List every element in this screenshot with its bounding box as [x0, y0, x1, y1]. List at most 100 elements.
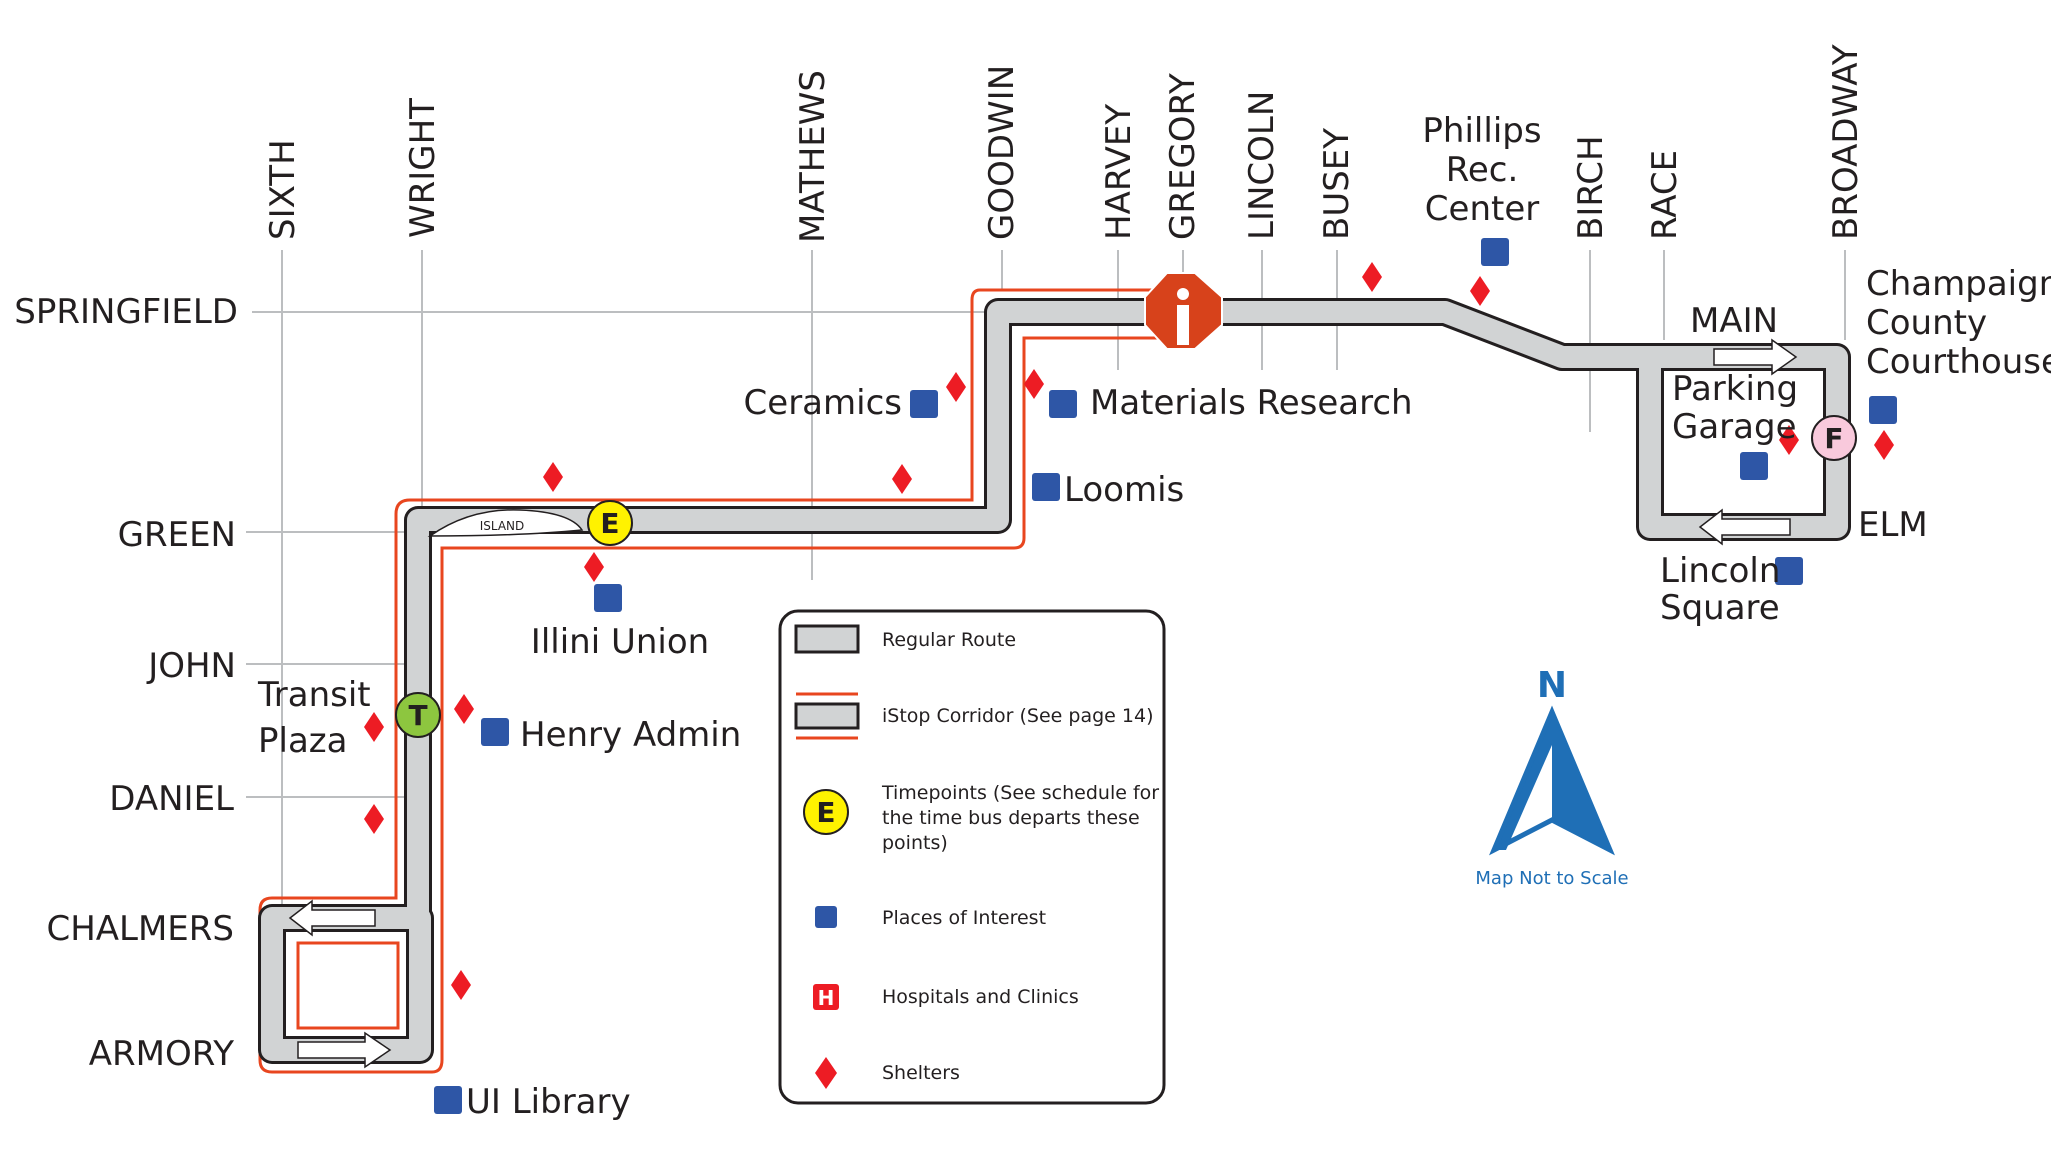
arrow-elm-west — [1698, 508, 1791, 546]
street-label-birch: BIRCH — [1571, 135, 1611, 240]
poi-illini-union: Illini Union — [531, 622, 709, 662]
istop-corridor — [258, 288, 1162, 1074]
street-label-main: MAIN — [1690, 301, 1778, 341]
legend-timepoint-letter: E — [816, 796, 835, 829]
corridor-outer — [258, 288, 1162, 1074]
island: ISLAND — [427, 509, 584, 537]
legend-timepoints-line1: Timepoints (See schedule for — [881, 782, 1159, 804]
legend-places-label: Places of Interest — [882, 907, 1046, 929]
island-shape — [427, 509, 584, 537]
shelter-ceramics — [946, 372, 966, 402]
poi-parking-garage-line2: Garage — [1672, 407, 1797, 447]
shelter-parking-garage — [1779, 425, 1799, 455]
street-label-lincoln: LINCOLN — [1242, 91, 1282, 240]
compass-scale-note: Map Not to Scale — [1475, 868, 1628, 889]
street-label-broadway: BROADWAY — [1826, 44, 1866, 240]
poi-marker-ui-library — [434, 1086, 462, 1114]
poi-marker-ceramics — [910, 390, 938, 418]
poi-parking-garage-line1: Parking — [1672, 369, 1798, 409]
poi-marker-illini-union — [594, 584, 622, 612]
legend-shelters: Shelters — [815, 1057, 960, 1089]
poi-courthouse-line1: Champaign — [1866, 264, 2051, 304]
street-label-wright: WRIGHT — [403, 98, 443, 238]
street-label-gregory: GREGORY — [1163, 73, 1203, 240]
poi-phillips-line1: Phillips — [1422, 111, 1541, 151]
shelter-armory — [451, 970, 471, 1000]
timepoint-t-circle — [395, 692, 441, 738]
street-label-race: RACE — [1645, 150, 1685, 240]
poi-marker-materials-research — [1049, 390, 1077, 418]
legend-regular-route: Regular Route — [794, 624, 1016, 654]
shelter-busey — [1362, 262, 1382, 292]
compass-arrow-right — [1552, 712, 1610, 850]
legend-regular-route-label: Regular Route — [882, 629, 1016, 651]
shelter-markers — [364, 262, 1894, 1000]
timepoint-f-label: F — [1824, 422, 1843, 455]
street-label-goodwin: GOODWIN — [982, 65, 1022, 240]
shelter-henry-admin — [454, 694, 474, 724]
poi-phillips-line2: Rec. — [1446, 150, 1519, 190]
street-label-chalmers: CHALMERS — [46, 909, 234, 949]
horizontal-street-labels: SPRINGFIELD GREEN JOHN DANIEL CHALMERS A… — [14, 292, 1927, 1074]
legend-istop-corridor: iStop Corridor (See page 14) — [794, 692, 1153, 740]
arrow-chalmers-west — [288, 899, 376, 937]
poi-marker-henry-admin — [481, 718, 509, 746]
timepoint-f-circle — [1811, 415, 1857, 461]
poi-materials-research: Materials Research — [1090, 383, 1413, 423]
istop-i-stem — [1177, 305, 1189, 345]
legend-box — [778, 609, 1166, 1105]
corridor-inner-loop — [296, 941, 400, 1030]
street-label-busey: BUSEY — [1317, 128, 1357, 240]
poi-marker-phillips — [1481, 238, 1509, 266]
street-label-armory: ARMORY — [89, 1034, 234, 1074]
legend-timepoints-line2: the time bus departs these — [882, 807, 1140, 829]
poi-lincoln-square-line1: Lincoln — [1660, 551, 1780, 591]
vertical-street-labels: SIXTH WRIGHT MATHEWS GOODWIN HARVEY GREG… — [263, 44, 1866, 243]
poi-loomis: Loomis — [1064, 470, 1184, 510]
legend-timepoints-line3: points) — [882, 832, 948, 854]
street-label-green: GREEN — [118, 515, 236, 555]
legend-regular-route-swatch — [794, 624, 860, 654]
poi-courthouse-line2: County — [1866, 303, 1987, 343]
shelter-materials — [1024, 369, 1044, 399]
istop-marker — [1144, 272, 1223, 350]
legend-shelter-swatch — [815, 1057, 837, 1089]
shelter-transit-plaza — [364, 712, 384, 742]
poi-marker-lincoln-square — [1775, 557, 1803, 585]
legend-hospital-swatch — [813, 984, 839, 1010]
poi-marker-courthouse — [1869, 396, 1897, 424]
shelter-courthouse — [1874, 430, 1894, 460]
legend-places-swatch — [815, 906, 837, 928]
poi-labels: Phillips Rec. Center Ceramics Materials … — [257, 111, 2051, 1122]
legend-shelters-label: Shelters — [882, 1062, 960, 1084]
island-label: ISLAND — [480, 519, 525, 533]
poi-markers — [434, 238, 1897, 1114]
poi-marker-loomis — [1032, 473, 1060, 501]
poi-ui-library: UI Library — [466, 1082, 631, 1122]
poi-henry-admin: Henry Admin — [520, 715, 741, 755]
street-label-elm: ELM — [1858, 505, 1928, 545]
poi-marker-parking-garage — [1740, 452, 1768, 480]
timepoint-e-label: E — [600, 507, 619, 540]
poi-phillips-line3: Center — [1425, 189, 1539, 229]
poi-transit-plaza-line1: Transit — [257, 675, 371, 715]
street-label-springfield: SPRINGFIELD — [14, 292, 238, 332]
poi-courthouse-line3: Courthouse — [1866, 342, 2051, 382]
street-label-daniel: DANIEL — [109, 779, 234, 819]
shelter-wright-green — [543, 462, 563, 492]
timepoint-t-label: T — [408, 699, 427, 732]
arrow-armory-east — [297, 1031, 392, 1069]
poi-ceramics: Ceramics — [744, 383, 902, 423]
istop-i-dot — [1177, 288, 1189, 300]
street-label-harvey: HARVEY — [1099, 104, 1139, 240]
legend-timepoint-circle — [803, 789, 849, 835]
compass-north-letter: N — [1537, 665, 1567, 706]
legend-istop-label: iStop Corridor (See page 14) — [882, 705, 1153, 727]
legend-hospital-letter: H — [818, 986, 835, 1010]
arrow-main-east — [1713, 338, 1798, 376]
shelter-phillips — [1470, 276, 1490, 306]
legend-istop-swatch — [794, 702, 860, 730]
street-label-sixth: SIXTH — [263, 139, 303, 240]
shelter-daniel — [364, 804, 384, 834]
